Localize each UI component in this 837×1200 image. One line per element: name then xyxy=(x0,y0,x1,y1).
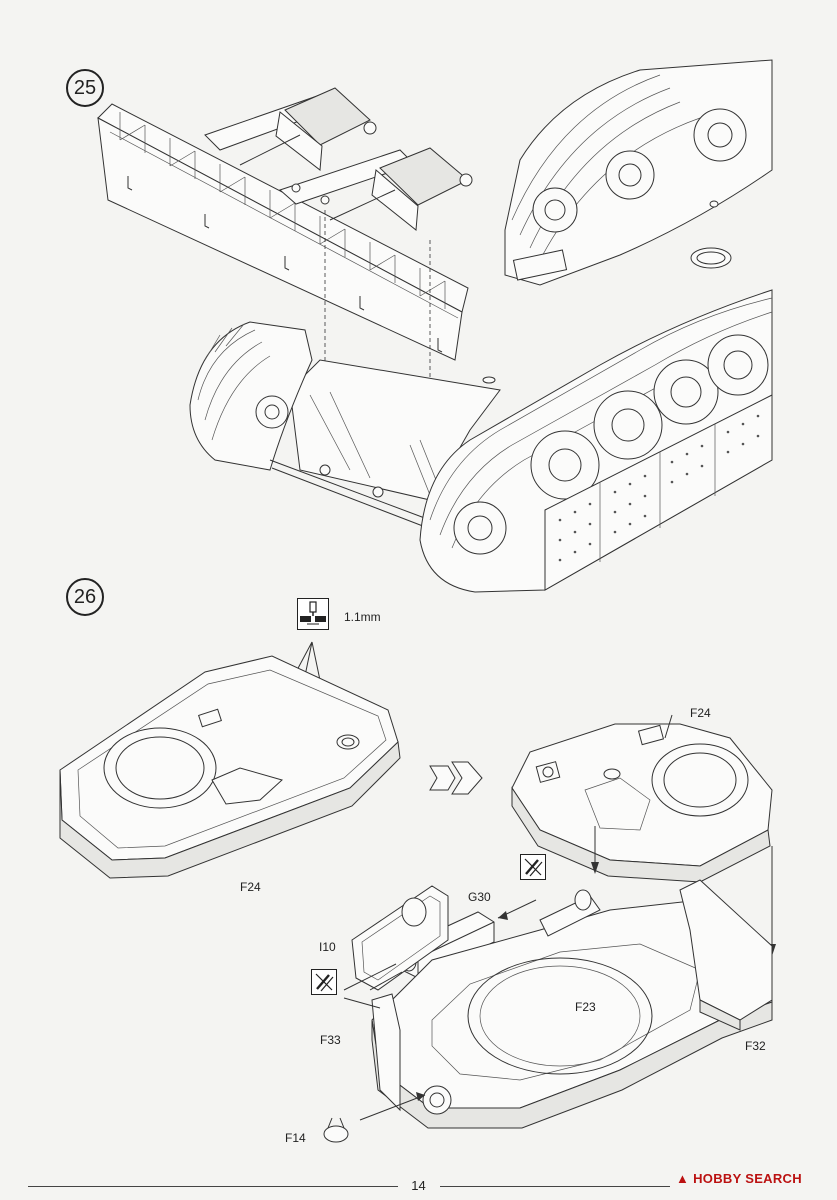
part-f14 xyxy=(323,1117,349,1143)
label-f14: F14 xyxy=(285,1131,306,1145)
part-f23 xyxy=(359,879,773,1129)
part-i10 xyxy=(351,885,449,991)
cement-icon xyxy=(520,854,546,880)
page-number: 14 xyxy=(411,1178,426,1193)
footer-rule-right xyxy=(440,1186,670,1187)
part-f24-right xyxy=(511,714,773,883)
drill-icon xyxy=(297,598,329,630)
double-arrow-icon xyxy=(429,761,483,795)
label-f33: F33 xyxy=(320,1033,341,1047)
label-f24-right: F24 xyxy=(690,706,711,720)
dozer-blade xyxy=(97,87,473,361)
label-g30: G30 xyxy=(468,890,491,904)
label-f32: F32 xyxy=(745,1039,766,1053)
label-f23: F23 xyxy=(575,1000,596,1014)
track-detail-top xyxy=(504,59,773,286)
hull-with-tracks xyxy=(189,289,773,593)
step-number-26: 26 xyxy=(66,578,104,616)
step-number-25: 25 xyxy=(66,69,104,107)
label-i10: I10 xyxy=(319,940,336,954)
watermark-icon: ▲ xyxy=(676,1171,694,1186)
glue-leaders xyxy=(343,963,397,1009)
watermark-logo: ▲ HOBBY SEARCH xyxy=(676,1171,802,1186)
drill-size-label: 1.1mm xyxy=(344,610,381,624)
watermark-text: HOBBY SEARCH xyxy=(693,1171,802,1186)
cement-icon-2 xyxy=(311,969,337,995)
footer-rule-left xyxy=(28,1186,398,1187)
part-f24-left xyxy=(59,655,401,879)
label-f24-left: F24 xyxy=(240,880,261,894)
